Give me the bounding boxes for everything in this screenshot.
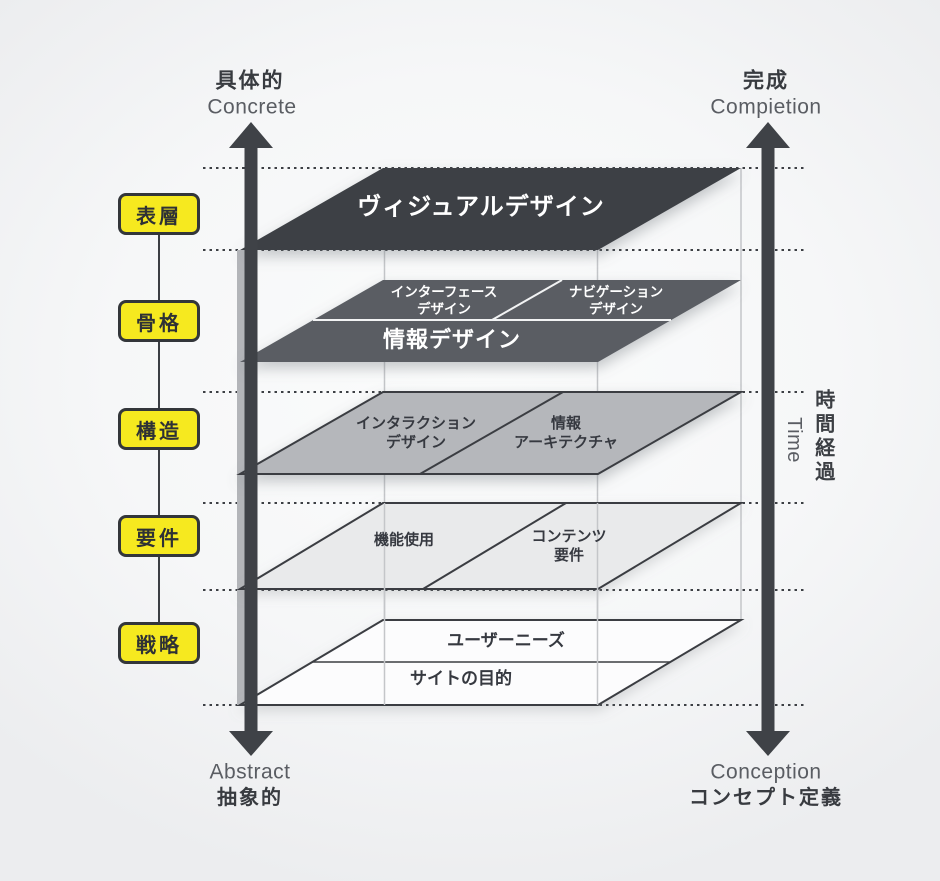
right-arrow-up-head <box>746 122 790 148</box>
surface-layer-title: ヴィジュアルデザイン <box>357 193 605 221</box>
layer-skeleton-shape <box>240 279 741 362</box>
wireframe-overlay-lines <box>383 503 599 705</box>
abstract-label-jp: 抽象的 <box>217 787 283 810</box>
layer-strategy-shape <box>236 619 745 706</box>
completion-label-jp: 完成 <box>743 69 789 93</box>
left-arrow-down-head <box>229 731 273 756</box>
structure-cell-information-architecture: 情報 アーキテクチャ <box>514 414 618 451</box>
stage-box-scope: 要件 <box>118 515 200 557</box>
right-arrow-down-head <box>746 731 790 756</box>
stage-box-skeleton: 骨格 <box>118 300 200 342</box>
stage-box-strategy: 戦略 <box>118 622 200 664</box>
abstract-label-en: Abstract <box>209 760 291 784</box>
conception-label-jp: コンセプト定義 <box>689 787 843 810</box>
scope-cell-functional-spec: 機能使用 <box>373 531 435 549</box>
strategy-band-site-objectives: サイトの目的 <box>410 669 512 689</box>
right-axis-arrow <box>746 122 790 756</box>
time-axis-label-en: Time <box>782 417 805 463</box>
stage-box-structure: 構造 <box>118 408 200 450</box>
scope-cell-divider <box>422 502 567 590</box>
layer-structure-shape <box>236 391 745 475</box>
left-axis-arrow <box>229 122 273 756</box>
skeleton-cell-interface-design: インターフェース デザイン <box>390 284 498 317</box>
structure-cell-interaction-design: インタラクション デザイン <box>355 414 477 451</box>
skeleton-band-information-design: 情報デザイン <box>382 326 522 352</box>
scope-cell-content-requirements: コンテンツ 要件 <box>531 527 607 564</box>
wireframe-front-left-bar <box>237 250 246 705</box>
scope-parallelogram <box>236 502 745 590</box>
skeleton-cell-navigation-design: ナビゲーション デザイン <box>568 284 664 317</box>
strategy-band-user-needs: ユーザーニーズ <box>447 631 565 651</box>
surface-parallelogram <box>240 168 741 250</box>
skeleton-cell-divider <box>491 279 563 321</box>
structure-cell-divider <box>419 391 564 475</box>
right-arrow-shaft <box>761 146 775 733</box>
left-arrow-shaft <box>244 146 258 733</box>
stage-box-surface: 表層 <box>118 193 200 235</box>
layer-surface-shape <box>240 168 741 250</box>
left-arrow-up-head <box>229 122 273 148</box>
completion-label-en: Compietion <box>710 95 822 119</box>
layer-scope-shape <box>236 502 745 590</box>
concrete-label-en: Concrete <box>207 95 297 119</box>
conception-label-en: Conception <box>710 760 822 784</box>
time-axis-label-jp: 時間経過 <box>811 389 834 485</box>
concrete-label-jp: 具体的 <box>215 69 285 93</box>
